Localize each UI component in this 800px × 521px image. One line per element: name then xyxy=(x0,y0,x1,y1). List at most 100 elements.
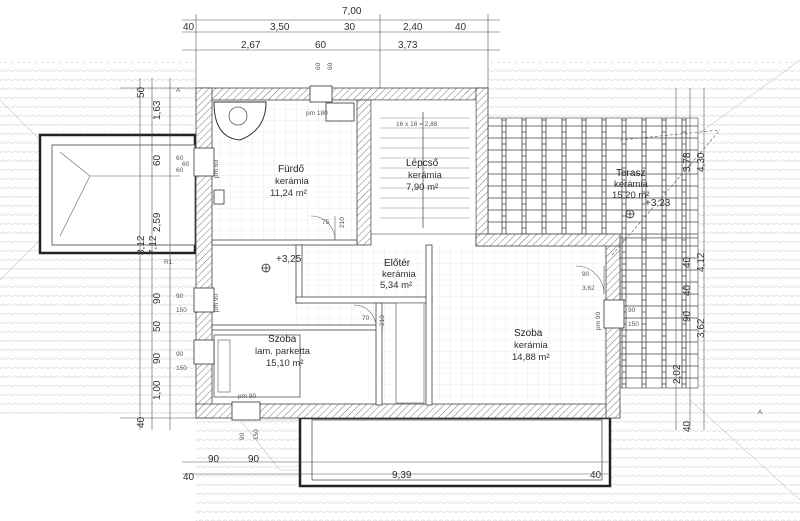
dim-left-f: 50 xyxy=(152,320,163,332)
section-mark: A xyxy=(758,409,763,416)
dim-left-d: 2,59 xyxy=(152,212,163,232)
r1-label: R1 xyxy=(164,259,173,266)
window-dim: 150 xyxy=(176,365,187,372)
window-dim: 90 xyxy=(176,293,184,300)
dim-left-g: 90 xyxy=(152,352,163,364)
staircase xyxy=(370,99,477,235)
dim-right-e: 40 xyxy=(682,284,693,296)
room-floor: kerámia xyxy=(382,269,417,280)
window-code: pm 180 xyxy=(306,110,328,117)
window-code: pm 90 xyxy=(213,294,220,312)
room-name: Szoba xyxy=(514,328,543,339)
dim-top-f: 3,73 xyxy=(398,40,418,51)
room-name: Fürdő xyxy=(278,164,305,175)
dim-top-a: 3,50 xyxy=(270,22,290,33)
dim-bottom-c: 90 xyxy=(248,454,260,465)
dim-left-b: 1,63 xyxy=(152,100,163,120)
dim-right-b: 4,30 xyxy=(696,152,707,172)
room-name: Előtér xyxy=(384,258,411,269)
dim-left-inner: 7,12 xyxy=(148,235,159,255)
bed xyxy=(213,334,301,398)
window-dim: 60 xyxy=(176,155,184,162)
door-dim: 210 xyxy=(379,315,386,326)
window-dim: 60 xyxy=(182,161,190,168)
dim-left-a: 50 xyxy=(136,86,147,98)
section-mark: A xyxy=(176,87,181,94)
percent-label: 3,62 xyxy=(582,285,595,292)
windows xyxy=(193,85,625,421)
room-hallway: Előtér kerámia 5,34 m² xyxy=(380,258,417,291)
dim-top-left-40: 40 xyxy=(183,22,195,33)
room-name: Lépcső xyxy=(406,158,439,169)
dim-left-i: 40 xyxy=(136,416,147,428)
room-bedroom-right: Szoba kerámia 14,88 m² xyxy=(512,328,550,363)
room-area: 14,88 m² xyxy=(512,352,550,363)
stair-note: 16 x 18 = 2,88 xyxy=(396,121,438,128)
window-dim: 150 xyxy=(628,321,639,328)
window-dim: 90 xyxy=(176,351,184,358)
room-floor: kerámia xyxy=(614,179,649,190)
door-swings xyxy=(310,215,605,328)
dim-bottom-e: 40 xyxy=(590,470,602,481)
window-dim: 150 xyxy=(253,429,260,440)
window-dim: 150 xyxy=(176,307,187,314)
room-name: Terasz xyxy=(616,168,645,179)
dim-top-c: 2,40 xyxy=(403,22,423,33)
dim-top-total: 7,00 xyxy=(342,6,362,17)
room-bathroom: Fürdő kerámia 11,24 m² xyxy=(270,164,310,199)
dim-top-e: 60 xyxy=(315,40,327,51)
level-label: +3,23 xyxy=(645,198,671,209)
window-dim: 60 xyxy=(327,62,334,70)
room-floor: kerámia xyxy=(408,170,443,181)
room-area: 15,20 m² xyxy=(612,190,650,201)
bathroom-fixtures xyxy=(213,101,355,205)
dim-right-c: 40 xyxy=(682,256,693,268)
window-code: pm 90 xyxy=(238,393,256,400)
dim-bottom-d: 9,39 xyxy=(392,470,412,481)
room-area: 15,10 m² xyxy=(266,358,304,369)
dim-right-d: 4,12 xyxy=(696,252,707,272)
dim-left-e: 90 xyxy=(152,292,163,304)
window-dim: 90 xyxy=(239,432,246,440)
door-dim: 70 xyxy=(362,315,370,322)
dim-left-h: 1,00 xyxy=(152,380,163,400)
level-marker-terrace: +3,23 xyxy=(625,198,671,219)
dim-left-c: 60 xyxy=(152,154,163,166)
bottom-balcony xyxy=(298,416,612,488)
room-floor: kerámia xyxy=(514,340,549,351)
dim-right-h: 2,02 xyxy=(672,364,683,384)
dim-right-a: 3,78 xyxy=(682,152,693,172)
door-dim: 90 xyxy=(582,271,590,278)
dim-right-g: 3,62 xyxy=(696,318,707,338)
room-floor: lam. parketta xyxy=(255,346,311,357)
door-dim: 75 xyxy=(322,219,330,226)
level-label: +3,25 xyxy=(276,254,302,265)
dim-right-i: 40 xyxy=(682,420,693,432)
dim-bottom-a: 40 xyxy=(183,472,195,483)
dim-left-total: 8,12 xyxy=(136,235,147,255)
window-dim: 60 xyxy=(176,167,184,174)
room-floor: kerámia xyxy=(275,176,310,187)
level-marker-main: +3,25 xyxy=(261,254,302,273)
interior-walls xyxy=(211,99,433,406)
dimension-lines xyxy=(120,14,721,475)
dim-bottom-b: 90 xyxy=(208,454,220,465)
window-dim: 60 xyxy=(315,62,322,70)
room-area: 7,90 m² xyxy=(406,182,438,193)
window-dim: 90 xyxy=(628,307,636,314)
door-dim: 210 xyxy=(339,217,346,228)
dim-top-d: 2,67 xyxy=(241,40,261,51)
dim-top-right-40: 40 xyxy=(455,22,467,33)
room-area: 5,34 m² xyxy=(380,280,412,291)
left-balcony xyxy=(38,133,197,255)
room-bedroom-left: Szoba lam. parketta 15,10 m² xyxy=(255,334,311,369)
room-staircase: Lépcső kerámia 7,90 m² xyxy=(406,158,443,193)
dim-top-b: 30 xyxy=(344,22,356,33)
room-area: 11,24 m² xyxy=(270,188,307,199)
terrace-pergola xyxy=(487,117,699,389)
window-code: pm 90 xyxy=(595,312,602,330)
window-code: pm 60 xyxy=(213,160,220,178)
room-terrace: Terasz kerámia 15,20 m² xyxy=(612,168,650,201)
room-name: Szoba xyxy=(268,334,297,345)
